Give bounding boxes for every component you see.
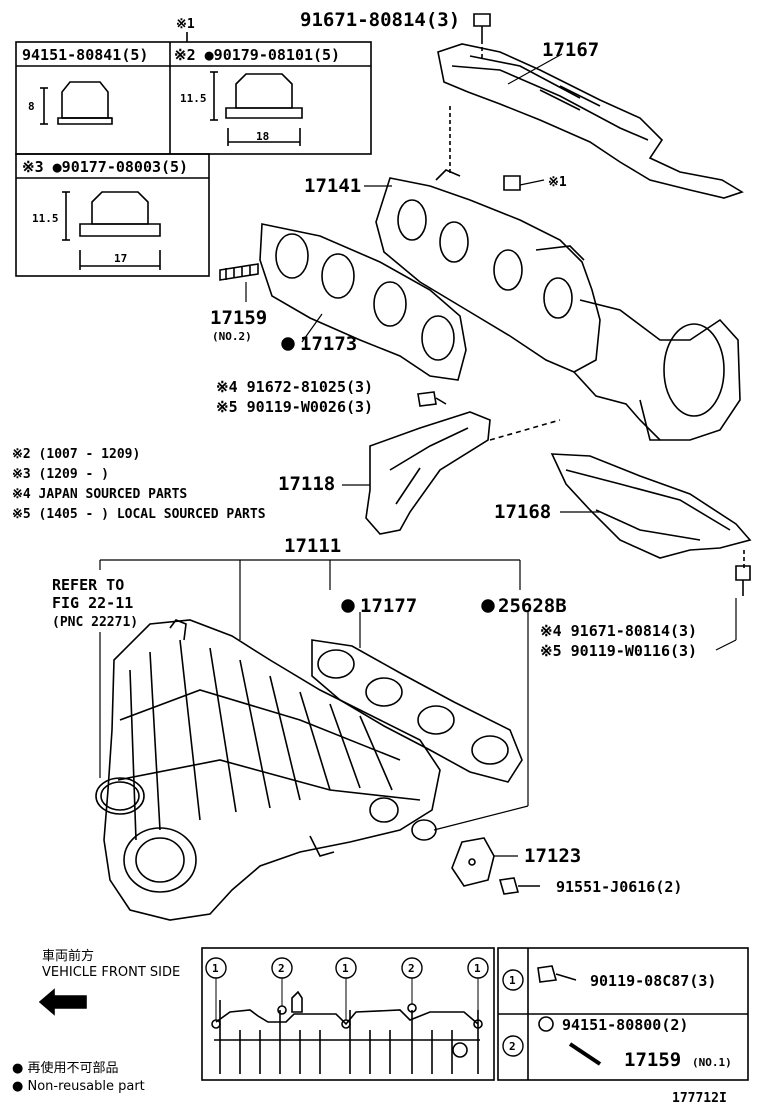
table-row2-part-a: 94151-80800(2)	[562, 1016, 688, 1034]
label-mark-1: ※1	[548, 175, 567, 190]
intake-gasket	[311, 639, 523, 783]
table-key-circle-1	[502, 969, 524, 991]
marker-circle-2b	[401, 957, 423, 979]
cover-plate	[451, 837, 540, 895]
exhaust-gasket	[259, 223, 467, 381]
table-key-circle-2	[502, 1035, 524, 1057]
inset-nut-b-height: 11.5	[180, 92, 207, 105]
marker-label-1c: 1	[474, 962, 481, 975]
note-2: ※2 (1007 - 1209)	[12, 447, 140, 462]
heat-insulator-lower	[550, 453, 752, 596]
vehicle-front-jp: 車両前方	[42, 948, 94, 964]
leader-lines	[99, 53, 737, 857]
label-17123: 17123	[524, 845, 581, 867]
inset-nut-b-width: 18	[256, 130, 269, 143]
ring-25628b	[411, 819, 437, 841]
exhaust-manifold	[375, 106, 741, 441]
marker-label-1a: 1	[212, 962, 219, 975]
inset-nut-c-height: 11.5	[32, 212, 59, 225]
label-17177: 17177	[360, 595, 417, 617]
label-bolt-local-2: ※5 90119-W0116(3)	[540, 642, 697, 660]
table-row2-part-b-sub: (NO.1)	[692, 1056, 732, 1069]
table-row2-part-b: 17159	[624, 1049, 681, 1071]
bullet-17173	[281, 337, 295, 351]
label-bolt-japan-2: ※4 91671-80814(3)	[540, 622, 697, 640]
legend-jp: ● 再使用不可部品	[12, 1060, 118, 1076]
note-3: ※3 (1209 - )	[12, 467, 109, 482]
vehicle-front-en: VEHICLE FRONT SIDE	[42, 965, 180, 980]
label-screw: 91551-J0616(2)	[556, 878, 682, 896]
marker-circle-1b	[335, 957, 357, 979]
note-5: ※5 (1405 - ) LOCAL SOURCED PARTS	[12, 507, 266, 522]
heat-insulator-upper	[437, 43, 744, 199]
table-key-2: 2	[509, 1040, 516, 1053]
label-17141: 17141	[304, 175, 361, 197]
table-row1-part: 90119-08C87(3)	[590, 972, 716, 990]
label-17173: 17173	[300, 333, 357, 355]
bullet-25628b	[481, 599, 495, 613]
label-bolt-top: 91671-80814(3)	[300, 9, 460, 31]
label-refer-3: (PNC 22271)	[52, 615, 138, 630]
bullet-17177	[341, 599, 355, 613]
label-17118: 17118	[278, 473, 335, 495]
inset-nut-a-part: 94151-80841(5)	[22, 46, 148, 64]
marker-circle-2a	[271, 957, 293, 979]
marker-circle-1a	[205, 957, 227, 979]
stud-no2	[219, 263, 259, 281]
stay-bracket	[365, 391, 561, 535]
inset-mark-top: ※1	[176, 17, 195, 32]
label-17168: 17168	[494, 501, 551, 523]
marker-label-2b: 2	[408, 962, 415, 975]
label-17111: 17111	[284, 535, 341, 557]
label-refer-1: REFER TO	[52, 576, 124, 594]
legend-en: ● Non-reusable part	[12, 1079, 145, 1094]
bolt-table	[201, 947, 749, 1081]
marker-label-1b: 1	[342, 962, 349, 975]
vehicle-front-arrow	[38, 988, 87, 1016]
ring-gasket	[95, 777, 145, 815]
inset-nut-b-part: ※2 ●90179-08101(5)	[174, 46, 340, 64]
label-25628b: 25628B	[498, 595, 567, 617]
label-bolt-local: ※5 90119-W0026(3)	[216, 398, 373, 416]
inset-nut-c-width: 17	[114, 252, 127, 265]
fastener-inset	[15, 32, 372, 277]
intake-manifold	[103, 619, 441, 921]
marker-label-2a: 2	[278, 962, 285, 975]
top-bolt	[473, 13, 491, 60]
label-17159-no2: 17159	[210, 307, 267, 329]
inset-nut-a-dim: 8	[28, 100, 35, 113]
marker-circle-1c	[467, 957, 489, 979]
label-refer-2: FIG 22-11	[52, 594, 133, 612]
figure-id: 177712I	[672, 1091, 727, 1106]
table-key-1: 1	[509, 974, 516, 987]
note-4: ※4 JAPAN SOURCED PARTS	[12, 487, 187, 502]
label-bolt-japan: ※4 91672-81025(3)	[216, 378, 373, 396]
inset-nut-c-part: ※3 ●90177-08003(5)	[22, 158, 188, 176]
label-17167: 17167	[542, 39, 599, 61]
label-17159-no2-sub: (NO.2)	[212, 330, 252, 343]
